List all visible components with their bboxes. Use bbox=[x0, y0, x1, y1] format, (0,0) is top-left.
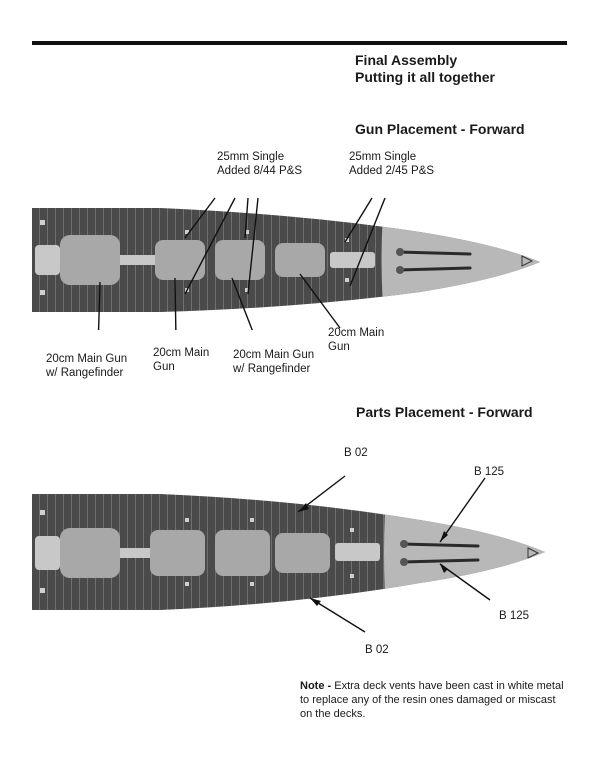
gun-placement-heading: Gun Placement - Forward bbox=[355, 121, 525, 137]
parts-placement-heading: Parts Placement - Forward bbox=[356, 404, 533, 420]
turret-3 bbox=[215, 240, 265, 280]
label-b125-top: B 125 bbox=[474, 466, 505, 478]
label-25mm-8-44: 25mm Single Added 8/44 P&S bbox=[217, 151, 303, 177]
parts-deck-diagram bbox=[32, 475, 545, 633]
label-20cm-main-gun-a: 20cm Main Gun bbox=[328, 327, 385, 353]
label-20cm-main-gun-b: 20cm Main Gun bbox=[153, 347, 210, 373]
turret-4 bbox=[275, 243, 325, 277]
label-b02-bottom: B 02 bbox=[365, 644, 389, 656]
turret-2 bbox=[155, 240, 205, 280]
title-line-2: Putting it all together bbox=[355, 69, 495, 85]
note-text: Extra deck vents have been cast in white… bbox=[300, 680, 564, 720]
label-25mm-2-45: 25mm Single Added 2/45 P&S bbox=[349, 151, 435, 177]
header-rule bbox=[32, 41, 567, 45]
label-b02-top: B 02 bbox=[344, 447, 368, 459]
gun-deck-diagram bbox=[32, 197, 540, 330]
note-label: Note - bbox=[300, 680, 332, 692]
turret-1 bbox=[60, 235, 120, 285]
assembly-note: Note - Extra deck vents have been cast i… bbox=[300, 679, 568, 721]
label-b125-bottom: B 125 bbox=[499, 610, 530, 622]
title-line-1: Final Assembly bbox=[355, 52, 458, 68]
label-20cm-rangefinder-b: 20cm Main Gun w/ Rangefinder bbox=[233, 349, 315, 375]
label-20cm-rangefinder-a: 20cm Main Gun w/ Rangefinder bbox=[46, 353, 128, 379]
page-title: Final Assembly Putting it all together bbox=[355, 52, 495, 86]
